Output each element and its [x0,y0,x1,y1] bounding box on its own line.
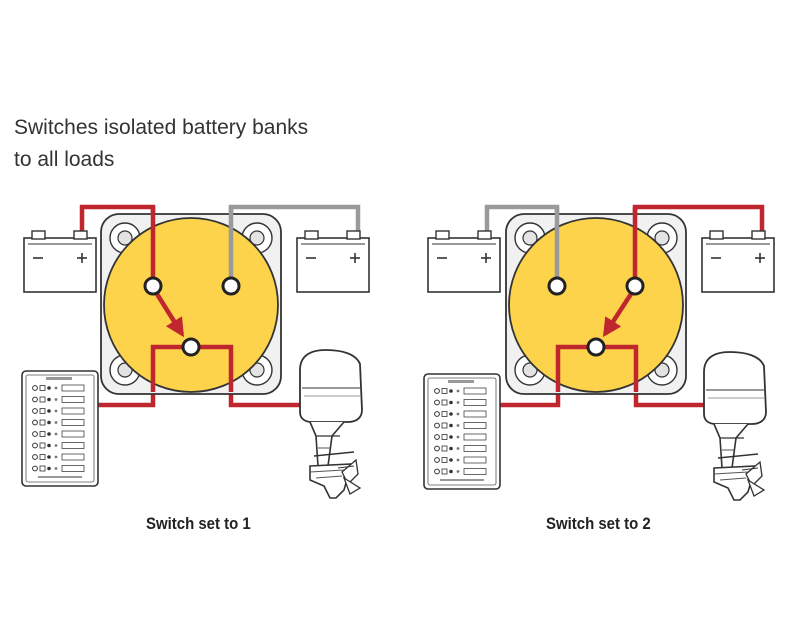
terminal-1 [143,276,163,296]
terminal-1 [547,276,567,296]
terminal-common [586,337,606,357]
outboard-motor-icon [299,349,363,499]
caption-switch-2: Switch set to 2 [546,514,651,533]
battery-icon [427,230,501,293]
panel-switch-2 [424,204,775,501]
breaker-panel-icon [22,371,98,486]
terminal-2 [221,276,241,296]
heading-line-2: to all loads [14,148,115,171]
battery-icon [23,230,97,293]
caption-switch-1: Switch set to 1 [146,514,251,533]
terminal-common [181,337,201,357]
breaker-panel-icon [424,374,500,489]
terminal-2 [625,276,645,296]
outboard-motor-icon [703,351,767,501]
selection-arrow [602,292,633,338]
panel-switch-1 [22,204,370,499]
switch-knob-face [508,217,684,393]
switch-knob-face [103,217,279,393]
battery-icon [296,230,370,293]
selection-arrow [155,292,185,338]
battery-icon [701,230,775,293]
heading-line-1: Switches isolated battery banks [14,116,309,139]
diagram-heading: Switches isolated battery banks to all l… [14,112,308,176]
